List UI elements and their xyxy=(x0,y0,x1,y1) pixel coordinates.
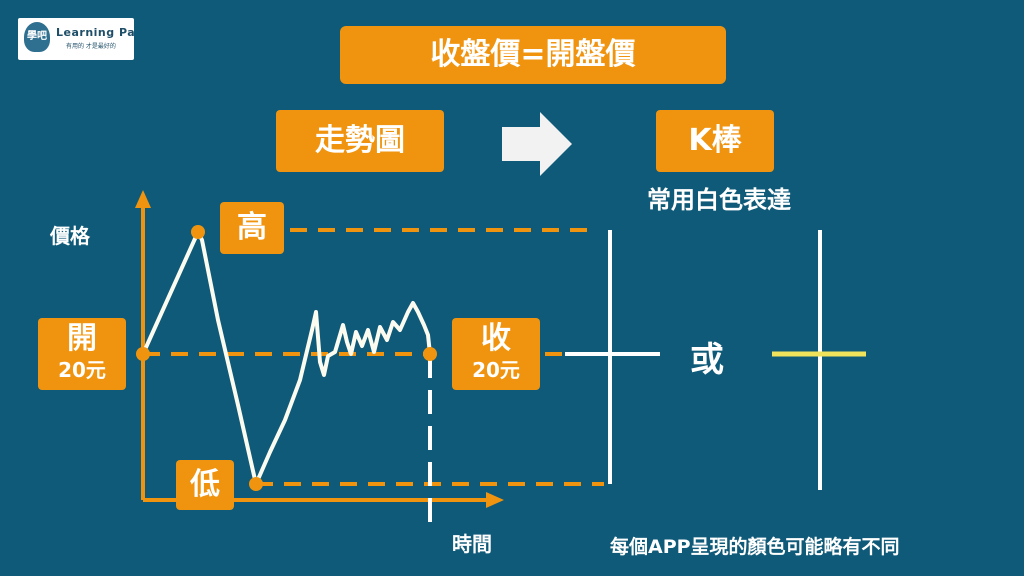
y-axis-label: 價格 xyxy=(50,224,90,248)
open-price-box: 開 20元 xyxy=(38,318,126,390)
y-axis-arrowhead xyxy=(135,190,151,208)
high-point xyxy=(191,225,205,239)
trend-chart-label: 走勢圖 xyxy=(276,110,444,172)
white-doji-kbar xyxy=(565,230,660,484)
k-bar-note: 常用白色表達 xyxy=(647,186,791,214)
close-point xyxy=(423,347,437,361)
open-price: 20元 xyxy=(58,358,106,382)
logo: 學吧 Learning Pa 有用的 才是最好的 xyxy=(18,18,136,60)
close-price: 20元 xyxy=(472,358,520,382)
lightbulb-logo-icon: 學吧 xyxy=(24,22,50,52)
low-point xyxy=(249,477,263,491)
right-arrow-icon xyxy=(502,112,572,176)
k-bar-label: K棒 xyxy=(656,110,774,172)
x-axis-label: 時間 xyxy=(452,532,492,556)
price-trend-line xyxy=(141,230,432,486)
open-point xyxy=(136,347,150,361)
logo-name: Learning Pa xyxy=(56,26,136,39)
logo-tagline: 有用的 才是最好的 xyxy=(66,43,116,50)
x-axis-arrowhead xyxy=(486,492,504,508)
or-label: 或 xyxy=(690,340,724,380)
close-label: 收 xyxy=(481,321,511,356)
high-price-label: 高 xyxy=(220,202,284,254)
footnote: 每個APP呈現的顏色可能略有不同 xyxy=(610,536,900,558)
page-title: 收盤價=開盤價 xyxy=(340,26,726,84)
close-price-box: 收 20元 xyxy=(452,318,540,390)
open-label: 開 xyxy=(67,321,97,356)
low-price-label: 低 xyxy=(176,460,234,510)
